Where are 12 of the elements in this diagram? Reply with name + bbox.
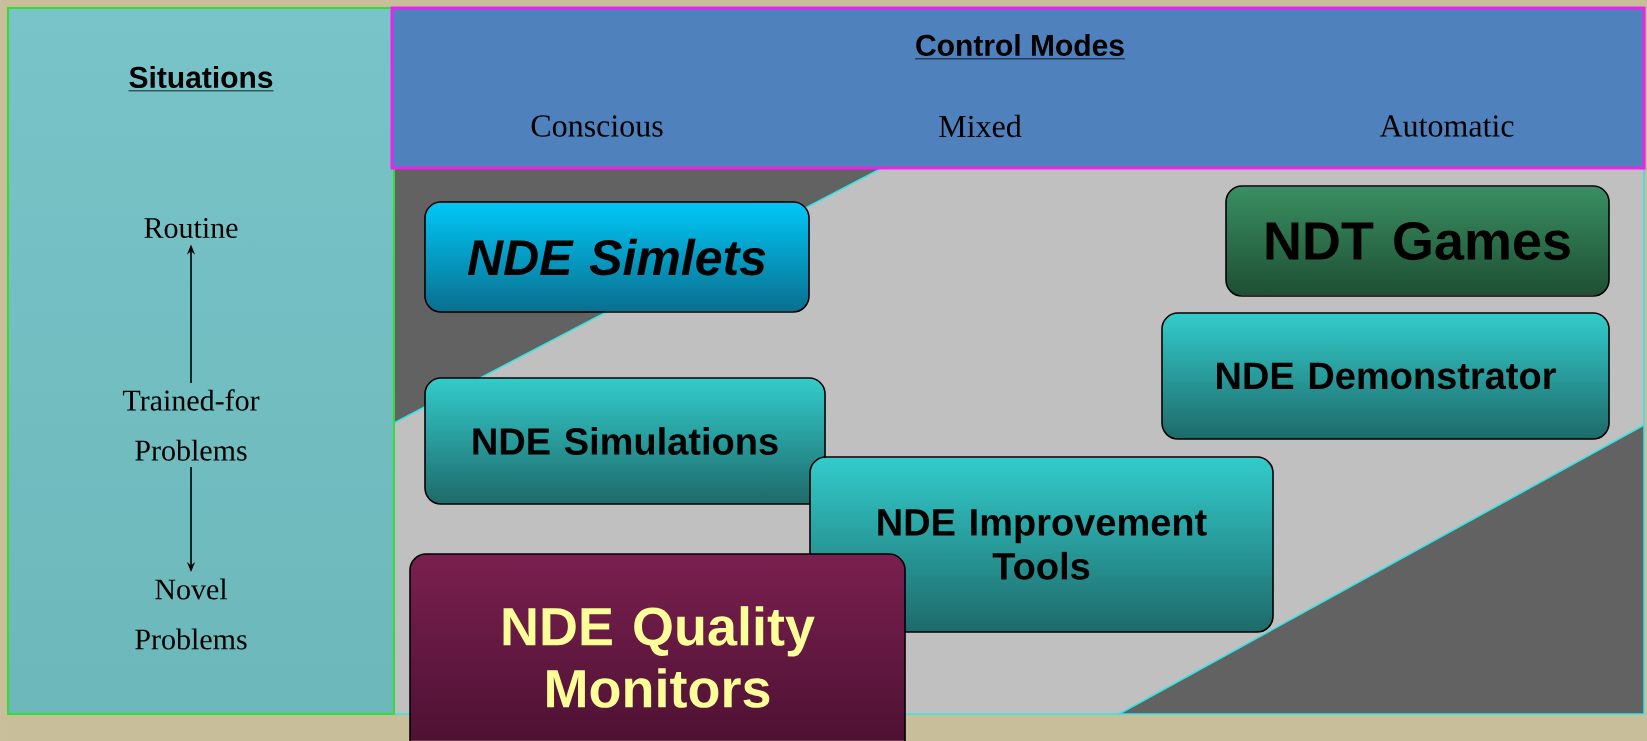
- column-label: Mixed: [939, 114, 1022, 138]
- product-box: NDE Simlets: [424, 201, 810, 313]
- situation-label: Novel Problems: [135, 578, 247, 650]
- column-label: Conscious: [531, 115, 663, 137]
- situation-label: Trained-for Problems: [122, 389, 260, 461]
- product-box: NDT Games: [1225, 185, 1610, 297]
- product-box: NDE Quality Monitors: [409, 553, 906, 741]
- product-box: NDE Simulations: [424, 377, 826, 505]
- product-box: NDE Demonstrator: [1161, 312, 1610, 440]
- column-label: Automatic: [1379, 115, 1514, 137]
- header-panel: Control Modes Conscious Mixed Automatic: [390, 6, 1646, 170]
- situation-label: Routine: [144, 217, 238, 239]
